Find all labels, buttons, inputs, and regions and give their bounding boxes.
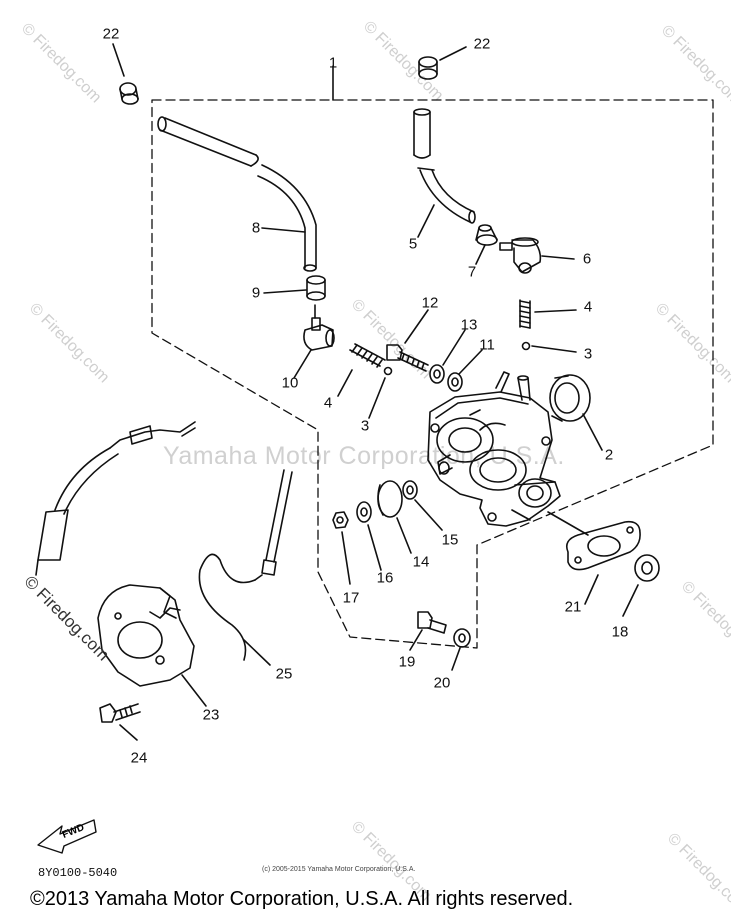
leader-line <box>404 309 429 344</box>
assembly-boundary <box>151 99 714 649</box>
leader-line <box>261 227 306 233</box>
screw-24 <box>99 703 141 723</box>
leader-line <box>451 647 461 671</box>
callout-7: 7 <box>467 263 477 281</box>
small-copyright: (c) 2005-2015 Yamaha Motor Corporation, … <box>262 866 416 873</box>
callout-11: 11 <box>479 336 495 354</box>
leader-line <box>622 584 639 617</box>
callout-4: 4 <box>323 394 333 412</box>
leader-line <box>582 413 603 451</box>
gasket-21 <box>565 520 641 571</box>
callout-6: 6 <box>582 250 592 268</box>
leader-line <box>181 674 207 707</box>
leader-line <box>112 43 125 77</box>
callout-1: 1 <box>328 54 338 72</box>
spring-4-left <box>349 343 386 368</box>
leader-line <box>534 309 577 313</box>
leader-line <box>263 289 307 294</box>
callout-4: 4 <box>583 298 593 316</box>
leader-line <box>243 639 271 666</box>
leader-line <box>584 574 599 605</box>
elbow-fitting-6 <box>499 237 542 274</box>
callout-25: 25 <box>275 665 293 683</box>
callout-3: 3 <box>583 345 593 363</box>
callout-14: 14 <box>412 553 430 571</box>
leader-line <box>337 369 353 397</box>
ball-3-right <box>521 341 531 351</box>
leader-line <box>119 724 138 741</box>
callout-20: 20 <box>433 674 451 692</box>
callout-18: 18 <box>611 623 629 641</box>
callout-24: 24 <box>130 749 148 767</box>
callout-13: 13 <box>460 316 478 334</box>
leader-line <box>409 629 423 651</box>
callout-21: 21 <box>564 598 582 616</box>
hose-8 <box>257 164 317 272</box>
screw-12 <box>386 344 429 372</box>
leader-line <box>541 255 575 260</box>
throttle-cable <box>35 421 196 576</box>
clamp-9 <box>306 275 326 301</box>
leader-line <box>293 349 312 379</box>
leader-line <box>367 524 382 571</box>
leader-line <box>368 377 386 419</box>
callout-3: 3 <box>360 417 370 435</box>
hose-left-segment <box>157 116 259 167</box>
callout-22: 22 <box>102 25 120 43</box>
plate-14 <box>377 480 403 518</box>
washer-13 <box>429 364 445 384</box>
leader-line <box>442 329 466 366</box>
washer-11 <box>447 372 463 392</box>
tube-5 <box>413 108 476 224</box>
ball-3-left <box>383 366 393 376</box>
leader-line <box>547 511 589 536</box>
pump-cover-23 <box>97 584 195 687</box>
washer-20 <box>453 628 471 648</box>
leader-line <box>341 531 351 585</box>
bolt-19 <box>417 611 447 634</box>
leader-line <box>417 204 435 238</box>
leader-line <box>475 244 486 265</box>
nut-17 <box>332 511 349 529</box>
leader-line <box>414 499 443 531</box>
elbow-fitting-10 <box>303 304 335 351</box>
callout-8: 8 <box>251 219 261 237</box>
callout-22: 22 <box>473 35 491 53</box>
washer-16 <box>356 501 372 523</box>
cap-right-22 <box>418 56 438 80</box>
callout-5: 5 <box>408 235 418 253</box>
oil-seal-2 <box>549 374 591 422</box>
callout-9: 9 <box>251 284 261 302</box>
center-watermark: Yamaha Motor Corporation, U.S.A. <box>163 442 565 470</box>
callout-17: 17 <box>342 589 360 607</box>
leader-line <box>531 345 577 353</box>
cable-25 <box>198 469 293 661</box>
callout-2: 2 <box>604 446 614 464</box>
fwd-arrow <box>37 819 97 854</box>
clamp-7 <box>475 224 498 246</box>
washer-18 <box>634 554 660 582</box>
oil-pump-body <box>427 371 561 527</box>
callout-23: 23 <box>202 706 220 724</box>
spring-4-right <box>519 299 531 329</box>
leader-line <box>439 46 467 61</box>
leader-line <box>458 349 483 375</box>
part-number: 8Y0100-5040 <box>38 866 118 880</box>
cap-left-22 <box>119 82 139 105</box>
callout-12: 12 <box>421 294 439 312</box>
leader-line <box>396 517 412 554</box>
callout-19: 19 <box>398 653 416 671</box>
callout-15: 15 <box>441 531 459 549</box>
washer-15 <box>402 480 418 500</box>
callout-16: 16 <box>376 569 394 587</box>
callout-10: 10 <box>281 374 299 392</box>
copyright-notice: ©2013 Yamaha Motor Corporation, U.S.A. A… <box>30 888 574 910</box>
